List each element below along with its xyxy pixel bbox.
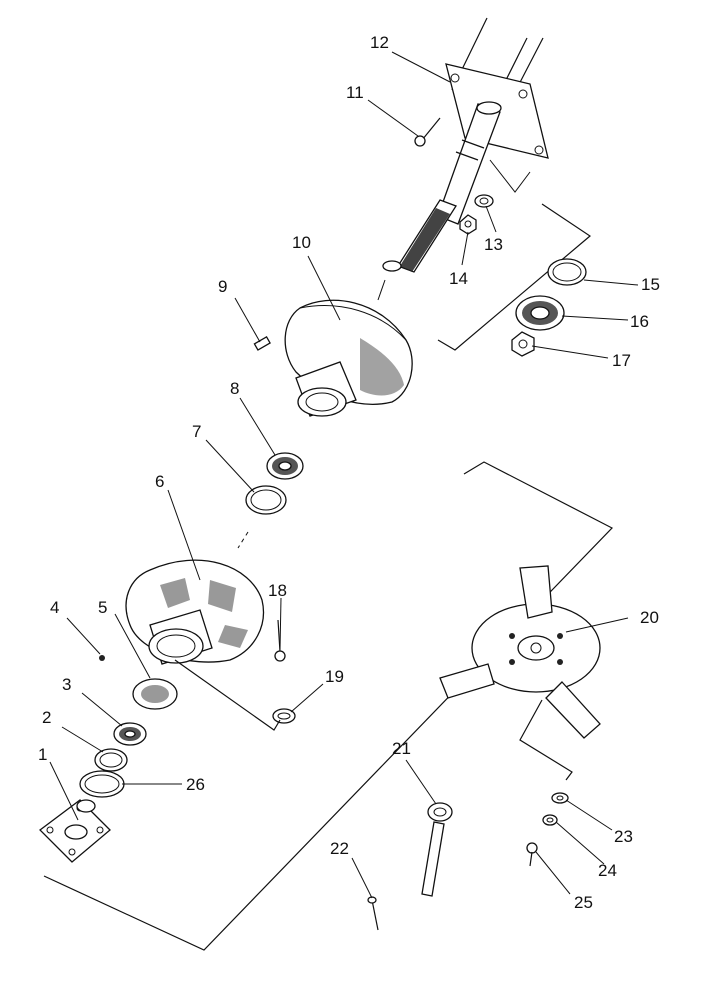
housing-part-6	[125, 559, 264, 665]
callout-24: 24	[598, 861, 617, 880]
callout-20: 20	[640, 608, 659, 627]
callout-1: 1	[38, 745, 47, 764]
nut-part-17	[511, 331, 535, 357]
callout-13: 13	[484, 235, 503, 254]
bolt-part-25	[526, 842, 538, 867]
bearing-part-5	[132, 678, 178, 710]
callout-17: 17	[612, 351, 631, 370]
callout-6: 6	[155, 472, 164, 491]
callout-14: 14	[449, 269, 468, 288]
callout-2: 2	[42, 708, 51, 727]
snap-ring-part-15	[547, 258, 587, 286]
callout-4: 4	[50, 598, 59, 617]
snap-ring-part-7	[245, 485, 287, 515]
group-bracket-hardware	[519, 699, 573, 781]
callout-8: 8	[230, 379, 239, 398]
blade-assembly-part-20	[439, 565, 601, 739]
callout-21: 21	[392, 739, 411, 758]
eye-bolt-part-21	[421, 802, 453, 897]
bearing-part-8	[266, 452, 304, 480]
callout-7: 7	[192, 422, 201, 441]
group-bracket-upper-left	[174, 659, 281, 731]
seal-part-19	[272, 708, 296, 724]
callout-12: 12	[370, 33, 389, 52]
snap-ring-part-2	[94, 748, 128, 772]
callout-23: 23	[614, 827, 633, 846]
callout-19: 19	[325, 667, 344, 686]
group-bracket-upper	[437, 203, 591, 351]
center-axis-dashed	[237, 531, 249, 549]
callout-22: 22	[330, 839, 349, 858]
drive-shaft	[377, 101, 502, 301]
callout-26: 26	[186, 775, 205, 794]
callout-labels: 1 2 3 4 5 6 7 8 9 10 11 12 13 14 15 16 1…	[38, 33, 660, 912]
callout-15: 15	[641, 275, 660, 294]
ring-part-26	[79, 770, 125, 798]
callout-3: 3	[62, 675, 71, 694]
callout-9: 9	[218, 277, 227, 296]
pin-part-22	[367, 896, 379, 931]
flange-part-1	[39, 799, 111, 863]
callout-10: 10	[292, 233, 311, 252]
pulley-part-10	[284, 299, 413, 417]
bearing-part-3	[113, 722, 147, 746]
callout-5: 5	[98, 598, 107, 617]
key-part-9	[253, 336, 271, 351]
callout-25: 25	[574, 893, 593, 912]
washer-part-13	[474, 194, 494, 208]
callout-18: 18	[268, 581, 287, 600]
washer-part-23	[551, 792, 569, 804]
nut-part-14	[459, 214, 477, 235]
callout-16: 16	[630, 312, 649, 331]
callout-11: 11	[346, 83, 364, 102]
group-bracket-lower	[43, 461, 613, 951]
fitting-part-4	[99, 655, 105, 661]
leader-lines	[49, 51, 639, 899]
bearing-part-16	[515, 295, 565, 331]
lock-washer-part-24	[542, 814, 558, 826]
bolt-part-11	[414, 117, 441, 147]
